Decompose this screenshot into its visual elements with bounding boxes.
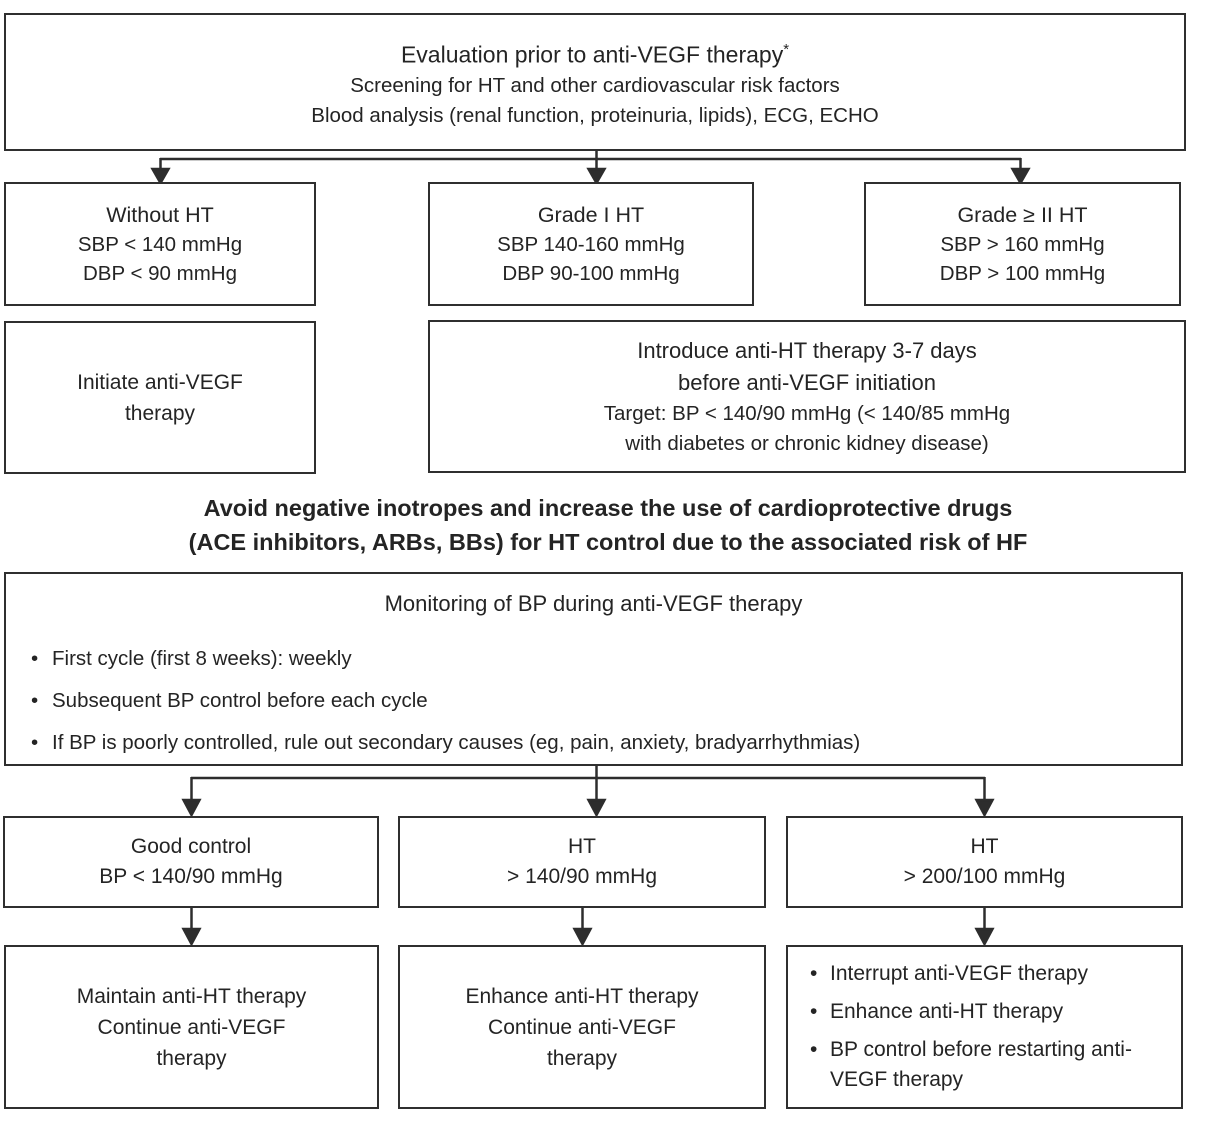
arrow-down-icon — [586, 798, 607, 818]
box-line: Initiate anti-VEGF — [77, 370, 243, 394]
box-line: with diabetes or chronic kidney disease) — [625, 431, 989, 455]
arrow-down-icon — [181, 927, 202, 947]
grade-2-ht-box: Grade ≥ II HT SBP > 160 mmHg DBP > 100 m… — [864, 182, 1181, 306]
enhance-therapy-box: Enhance anti-HT therapy Continue anti-VE… — [398, 945, 766, 1109]
evaluation-line: Screening for HT and other cardiovascula… — [350, 74, 840, 98]
evaluation-box: Evaluation prior to anti-VEGF therapy* S… — [4, 13, 1186, 151]
evaluation-title-text: Evaluation prior to anti-VEGF therapy — [400, 41, 784, 68]
box-title: Good control — [130, 835, 252, 858]
interrupt-content: Interrupt anti-VEGF therapy Enhance anti… — [788, 947, 1181, 1107]
monitoring-content: Monitoring of BP during anti-VEGF therap… — [6, 574, 1181, 757]
monitoring-bullet: Subsequent BP control before each cycle — [24, 687, 1163, 715]
maintain-therapy-box: Maintain anti-HT therapy Continue anti-V… — [4, 945, 379, 1109]
ht-200-100-box: HT > 200/100 mmHg — [786, 816, 1183, 908]
initiate-anti-vegf-box: Initiate anti-VEGF therapy — [4, 321, 316, 474]
arrow-down-icon — [586, 167, 607, 186]
ht-140-90-box: HT > 140/90 mmHg — [398, 816, 766, 908]
box-line: Continue anti-VEGF — [488, 1015, 676, 1039]
monitoring-bullet: If BP is poorly controlled, rule out sec… — [24, 729, 1163, 757]
action-bullet: Enhance anti-HT therapy — [804, 997, 1167, 1027]
monitoring-bullet: First cycle (first 8 weeks): weekly — [24, 645, 1163, 673]
good-control-box: Good control BP < 140/90 mmHg — [3, 816, 379, 908]
monitoring-title: Monitoring of BP during anti-VEGF therap… — [384, 591, 803, 616]
box-line: Introduce anti-HT therapy 3-7 days — [637, 337, 977, 363]
box-line: BP < 140/90 mmHg — [99, 865, 283, 888]
action-bullet: Interrupt anti-VEGF therapy — [804, 959, 1167, 989]
evaluation-line: Blood analysis (renal function, proteinu… — [311, 104, 879, 128]
box-line: Target: BP < 140/90 mmHg (< 140/85 mmHg — [603, 401, 1011, 425]
box-line: DBP < 90 mmHg — [82, 262, 237, 285]
arrow-down-icon — [974, 927, 995, 947]
arrow-down-icon — [181, 798, 202, 818]
box-title: Grade ≥ II HT — [957, 203, 1088, 227]
evaluation-asterisk: * — [783, 40, 790, 58]
box-line: therapy — [124, 401, 196, 425]
box-line: DBP > 100 mmHg — [939, 262, 1106, 285]
without-ht-box: Without HT SBP < 140 mmHg DBP < 90 mmHg — [4, 182, 316, 306]
introduce-anti-ht-box: Introduce anti-HT therapy 3-7 days befor… — [428, 320, 1186, 473]
box-line: therapy — [156, 1046, 227, 1070]
box-line: SBP 140-160 mmHg — [497, 233, 685, 256]
box-title: HT — [568, 835, 596, 858]
interrupt-therapy-box: Interrupt anti-VEGF therapy Enhance anti… — [786, 945, 1183, 1109]
box-line: Enhance anti-HT therapy — [465, 984, 699, 1008]
warning-banner: Avoid negative inotropes and increase th… — [0, 491, 1216, 559]
arrow-down-icon — [572, 927, 593, 947]
box-line: before anti-VEGF initiation — [677, 369, 937, 395]
box-line: SBP > 160 mmHg — [940, 233, 1105, 256]
box-line: Maintain anti-HT therapy — [76, 984, 307, 1008]
arrow-down-icon — [150, 167, 171, 186]
arrow-down-icon — [974, 798, 995, 818]
box-title: Grade I HT — [537, 203, 645, 227]
box-line: therapy — [546, 1046, 618, 1070]
evaluation-title: Evaluation prior to anti-VEGF therapy* — [401, 33, 789, 72]
box-line: Continue anti-VEGF — [97, 1015, 286, 1039]
warning-line: Avoid negative inotropes and increase th… — [203, 495, 1013, 521]
box-line: DBP 90-100 mmHg — [502, 262, 680, 285]
action-bullet: BP control before restarting anti-VEGF t… — [804, 1035, 1167, 1095]
grade-1-ht-box: Grade I HT SBP 140-160 mmHg DBP 90-100 m… — [428, 182, 754, 306]
box-line: > 140/90 mmHg — [507, 865, 657, 888]
warning-line: (ACE inhibitors, ARBs, BBs) for HT contr… — [188, 529, 1028, 555]
monitoring-box: Monitoring of BP during anti-VEGF therap… — [4, 572, 1183, 766]
box-title: Without HT — [106, 203, 214, 227]
box-line: SBP < 140 mmHg — [77, 233, 243, 256]
box-line: > 200/100 mmHg — [903, 865, 1066, 888]
arrow-down-icon — [1010, 167, 1031, 186]
box-title: HT — [970, 835, 999, 858]
